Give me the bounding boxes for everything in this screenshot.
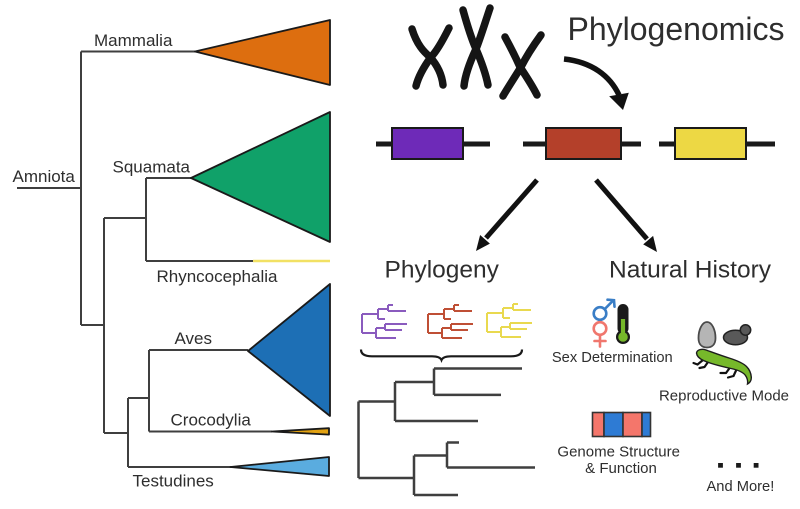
svg-text:Sex Determination: Sex Determination (552, 350, 673, 366)
svg-text:And More!: And More! (707, 479, 775, 495)
svg-text:& Function: & Function (585, 460, 657, 477)
svg-text:Testudines: Testudines (133, 472, 214, 491)
svg-text:Reproductive Mode: Reproductive Mode (659, 388, 789, 405)
svg-text:Phylogenomics: Phylogenomics (568, 11, 785, 47)
svg-text:Squamata: Squamata (113, 158, 191, 177)
svg-text:Rhyncocephalia: Rhyncocephalia (157, 267, 279, 286)
svg-text:Aves: Aves (175, 329, 213, 348)
svg-text:Genome Structure: Genome Structure (557, 443, 680, 460)
svg-text:Amniota: Amniota (13, 167, 76, 186)
svg-text:Phylogeny: Phylogeny (385, 257, 500, 284)
svg-text:Natural History: Natural History (609, 257, 772, 284)
svg-text:Crocodylia: Crocodylia (171, 411, 252, 430)
svg-text:Mammalia: Mammalia (94, 31, 173, 50)
